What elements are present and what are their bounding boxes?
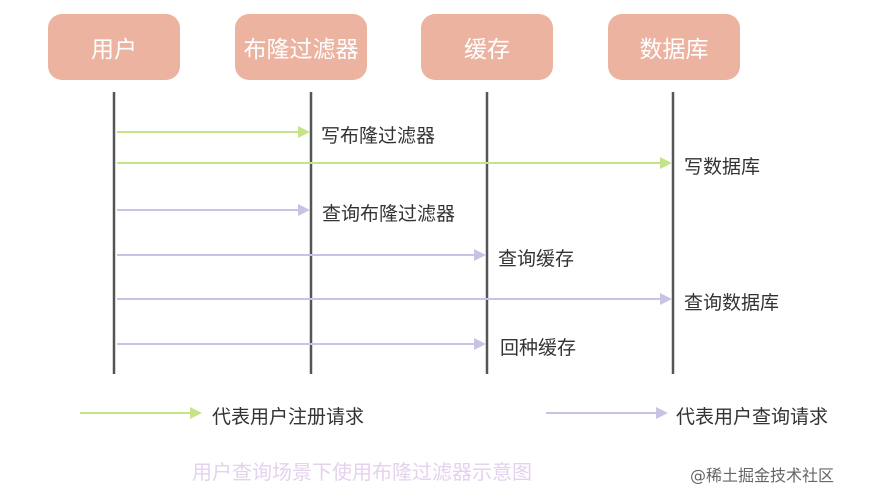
message-arrow-write-db bbox=[117, 157, 672, 169]
actor-user: 用户 bbox=[48, 14, 180, 80]
message-arrow-refill-cache bbox=[117, 338, 486, 350]
message-arrow-query-db bbox=[117, 293, 672, 305]
legend-register-arrow bbox=[80, 407, 202, 419]
figure-caption: 用户查询场景下使用布隆过滤器示意图 bbox=[192, 460, 532, 484]
legend-register-label: 代表用户注册请求 bbox=[212, 406, 365, 428]
legend-query-label: 代表用户查询请求 bbox=[676, 406, 829, 428]
watermark: @稀土掘金技术社区 bbox=[690, 466, 835, 485]
message-label-refill-cache: 回种缓存 bbox=[500, 337, 577, 359]
actor-cache: 缓存 bbox=[421, 14, 553, 80]
message-label-write-db: 写数据库 bbox=[684, 156, 761, 178]
message-arrow-write-bloom bbox=[117, 126, 310, 138]
message-arrow-query-bloom bbox=[117, 204, 310, 216]
message-label-write-bloom: 写布隆过滤器 bbox=[321, 125, 436, 147]
actor-database: 数据库 bbox=[608, 14, 740, 80]
message-arrow-query-cache bbox=[117, 249, 486, 261]
actor-bloom-filter: 布隆过滤器 bbox=[235, 14, 367, 80]
legend-query-arrow bbox=[546, 407, 668, 419]
message-label-query-db: 查询数据库 bbox=[684, 292, 780, 314]
message-label-query-cache: 查询缓存 bbox=[498, 248, 575, 270]
message-label-query-bloom: 查询布隆过滤器 bbox=[322, 203, 456, 225]
